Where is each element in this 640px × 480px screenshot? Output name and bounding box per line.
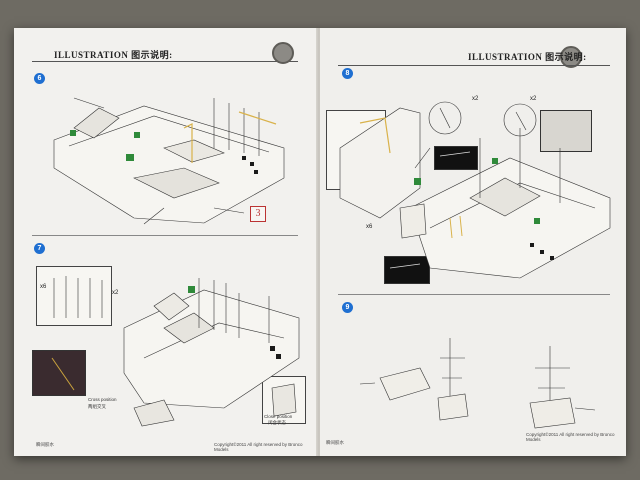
right-header-rule	[338, 65, 610, 66]
quantity-label: x2	[530, 96, 537, 102]
reference-photo	[384, 256, 430, 284]
right-page-header: ILLUSTRATION 图示说明:	[468, 52, 587, 62]
quantity-label: x6	[40, 284, 47, 290]
assembly-drawings-right	[339, 101, 611, 429]
right-footer-copyright: Copyright©2011 All right reserved by Bro…	[526, 432, 615, 442]
close-position-cn-label: 闭合状态	[268, 420, 286, 425]
right-footer-glue: 瞬间胶水	[326, 440, 344, 445]
quantity-label: x2	[112, 290, 119, 296]
cross-position-label: Cross position	[88, 397, 117, 402]
quantity-label: x6	[366, 224, 373, 230]
reference-photo	[434, 146, 478, 170]
parts-inset	[36, 266, 112, 326]
left-header-rule	[32, 61, 298, 62]
step-badge-8: 8	[342, 68, 353, 79]
punch-hole	[560, 46, 582, 68]
step-badge-6: 6	[34, 73, 45, 84]
right-page: 8 9 x2 x2 x6 瞬间胶水 Copyright©2011 All rig…	[320, 28, 626, 456]
left-page: ILLUSTRATION 图示说明: 6 7 2 3 x6 x2 Cross p…	[14, 28, 318, 456]
left-page-header: ILLUSTRATION 图示说明:	[54, 50, 173, 60]
punch-hole	[272, 42, 294, 64]
assembly-drawings-left	[51, 97, 300, 427]
sub-assembly-box-3: 3	[250, 206, 266, 222]
left-footer-glue: 瞬间胶水	[36, 442, 54, 447]
close-position-label: Close position	[264, 414, 293, 419]
instruction-booklet: ILLUSTRATION 图示说明: 6 7 2 3 x6 x2 Cross p…	[14, 28, 626, 456]
gun-mount-photo	[540, 110, 592, 152]
step-divider	[338, 294, 610, 295]
quantity-label: x2	[472, 96, 479, 102]
cross-position-cn-label: 两组交叉	[88, 404, 106, 409]
left-footer-copyright: Copyright©2011 All right reserved by Bro…	[214, 442, 303, 452]
step-badge-7: 7	[34, 243, 45, 254]
booklet-spine	[316, 28, 322, 456]
step-divider	[32, 235, 298, 236]
reference-photo	[32, 350, 86, 396]
step-badge-9: 9	[342, 302, 353, 313]
